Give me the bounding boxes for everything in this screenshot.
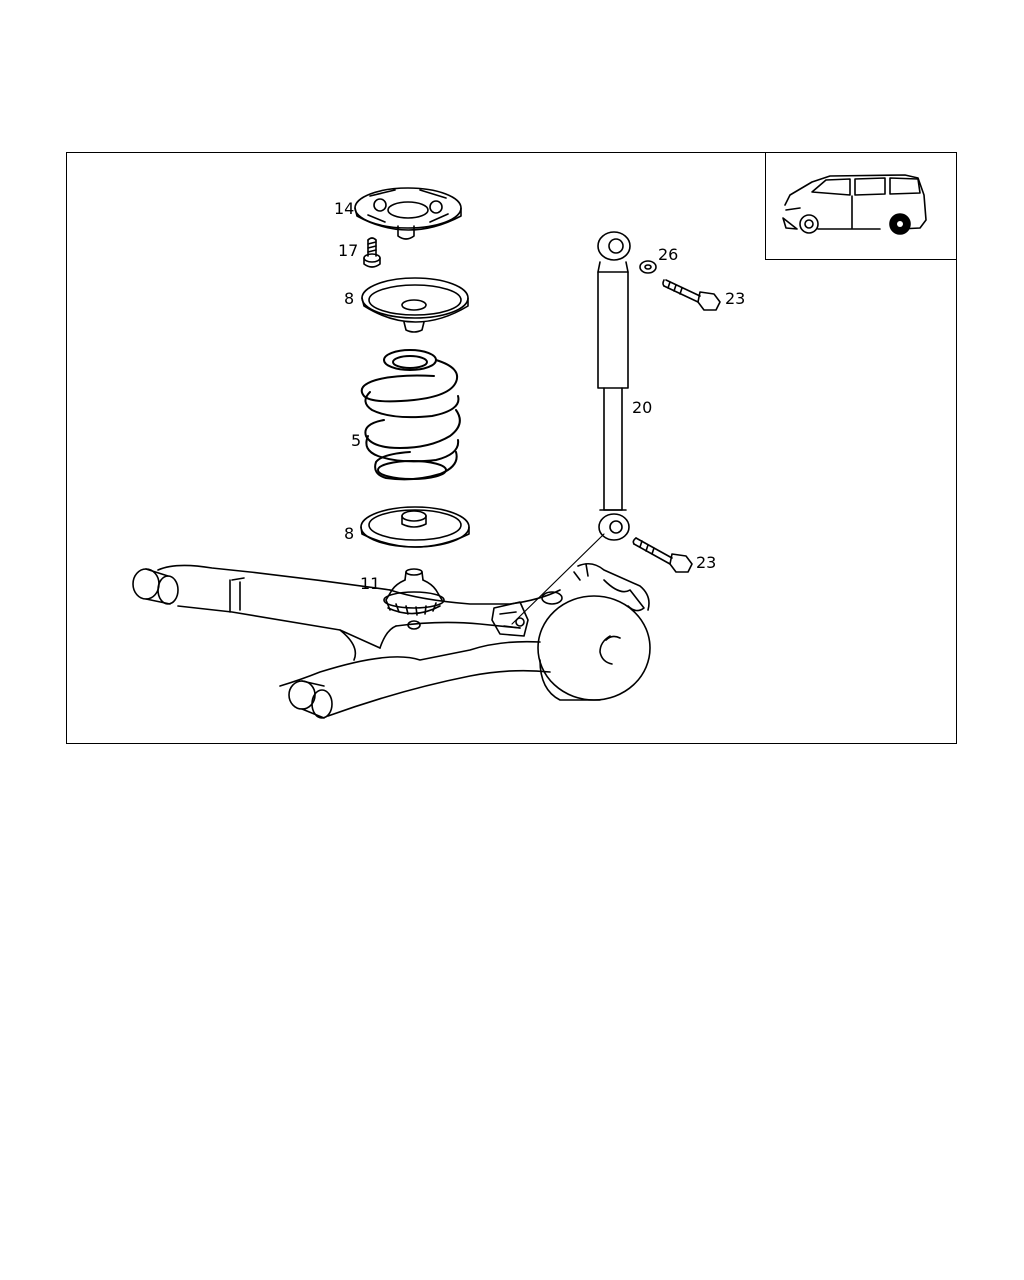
part-26-washer [639, 260, 657, 274]
callout-14: 14 [334, 199, 354, 218]
part-17-bolt [363, 237, 381, 268]
callout-11: 11 [360, 574, 380, 593]
callout-23-lower: 23 [696, 553, 716, 572]
part-23-upper-bolt [662, 279, 721, 311]
callout-17: 17 [338, 241, 358, 260]
callout-8-upper: 8 [344, 289, 354, 308]
callout-5: 5 [351, 431, 361, 450]
part-20-shock-absorber [597, 231, 631, 541]
part-14-spring-mount [354, 187, 462, 240]
callout-labels: 14 17 8 5 8 11 26 23 20 23 [334, 199, 745, 593]
part-8-lower-spring-pad [360, 506, 470, 548]
van-illustration [782, 174, 927, 235]
callout-8-lower: 8 [344, 524, 354, 543]
rear-axle-assembly [132, 562, 651, 719]
callout-26: 26 [658, 245, 678, 264]
part-5-coil-spring [360, 349, 461, 481]
part-8-upper-spring-pad [361, 277, 469, 333]
part-11-bump-stop [383, 568, 445, 616]
part-23-lower-bolt [632, 537, 693, 573]
callout-20: 20 [632, 398, 652, 417]
shock-leader-line [511, 533, 605, 625]
callout-23-upper: 23 [725, 289, 745, 308]
